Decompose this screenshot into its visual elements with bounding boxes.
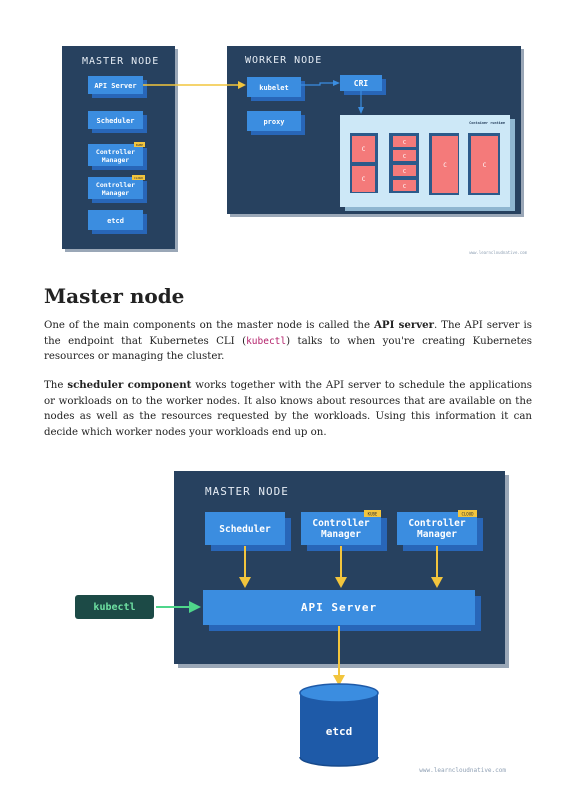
svg-text:C: C (362, 176, 366, 183)
cloud-badge (132, 175, 145, 180)
paragraph-scheduler: The scheduler component works together w… (44, 379, 533, 438)
svg-text:Manager: Manager (102, 189, 129, 197)
master-node-title: MASTER NODE (82, 56, 159, 67)
scheduler-box: Scheduler (205, 512, 291, 551)
arrow-head (238, 81, 246, 89)
svg-text:Controller: Controller (96, 148, 135, 156)
svg-text:C: C (403, 154, 406, 160)
container (471, 136, 498, 193)
svg-text:KUBE: KUBE (136, 143, 143, 147)
kubectl-code: kubectl (246, 335, 287, 347)
container (432, 136, 458, 193)
kube-badge (134, 142, 145, 147)
master-node-title: MASTER NODE (205, 485, 289, 498)
etcd-cylinder: etcd (299, 683, 379, 767)
svg-text:C: C (362, 146, 366, 153)
cri-label: CRI (354, 79, 369, 88)
controller-manager-kube-box: KUBE Controller Manager (88, 142, 147, 170)
container (393, 165, 416, 176)
svg-text:Manager: Manager (417, 529, 457, 540)
controller-manager-kube-box: KUBE Controller Manager (301, 510, 387, 551)
api-server-box: API Server (203, 590, 481, 631)
etcd-label: etcd (107, 217, 124, 225)
watermark: www.learncloudnative.com (469, 250, 527, 255)
paragraph-api-server: One of the main components on the master… (44, 319, 532, 363)
svg-text:C: C (483, 162, 487, 169)
kubelet-label: kubelet (259, 84, 289, 92)
section-heading: Master node (44, 284, 185, 308)
svg-text:Controller: Controller (312, 518, 369, 529)
container (393, 180, 416, 191)
svg-text:C: C (403, 184, 406, 190)
svg-text:C: C (403, 140, 406, 146)
kubectl-label: kubectl (93, 602, 135, 613)
svg-text:KUBE: KUBE (368, 512, 378, 517)
container-runtime-box: Container runtime C C C C C C C C (340, 115, 515, 211)
architecture-diagram: MASTER NODE API Server Scheduler KUBE Co… (62, 46, 528, 255)
container-runtime-label: Container runtime (469, 121, 505, 125)
controller-manager-cloud-box: CLOUD Controller Manager (397, 510, 483, 551)
svg-text:CLOUD: CLOUD (461, 512, 474, 517)
container (393, 136, 416, 147)
controller-manager-cloud-box: CLOUD Controller Manager (88, 175, 147, 203)
svg-text:Controller: Controller (408, 518, 465, 529)
svg-text:CLOUD: CLOUD (134, 176, 143, 180)
kubelet-to-cri-arrow (301, 82, 334, 86)
proxy-label: proxy (263, 118, 285, 126)
svg-text:Controller: Controller (96, 181, 135, 189)
container (352, 166, 375, 192)
container (352, 136, 375, 162)
kube-badge (364, 510, 381, 517)
cri-box: CRI (340, 75, 386, 95)
svg-text:Manager: Manager (102, 156, 129, 164)
api-server-label: API Server (301, 601, 377, 614)
watermark: www.learncloudnative.com (419, 767, 506, 774)
scheduler-label: Scheduler (219, 524, 271, 535)
api-server-label: API Server (94, 82, 136, 90)
worker-node-title: WORKER NODE (245, 55, 322, 66)
kubelet-box: kubelet (247, 77, 305, 101)
kubectl-box: kubectl (75, 595, 154, 619)
svg-text:C: C (403, 169, 406, 175)
svg-text:Manager: Manager (321, 529, 361, 540)
scheduler-box: Scheduler (88, 111, 147, 133)
master-node-diagram: MASTER NODE Scheduler KUBE Controller Ma… (75, 471, 509, 774)
etcd-label: etcd (326, 725, 353, 738)
etcd-box: etcd (88, 210, 147, 234)
cloud-badge (458, 510, 477, 517)
container (393, 150, 416, 161)
svg-text:C: C (443, 162, 447, 169)
scheduler-label: Scheduler (97, 117, 135, 125)
api-server-box: API Server (88, 76, 147, 98)
proxy-box: proxy (247, 111, 305, 135)
